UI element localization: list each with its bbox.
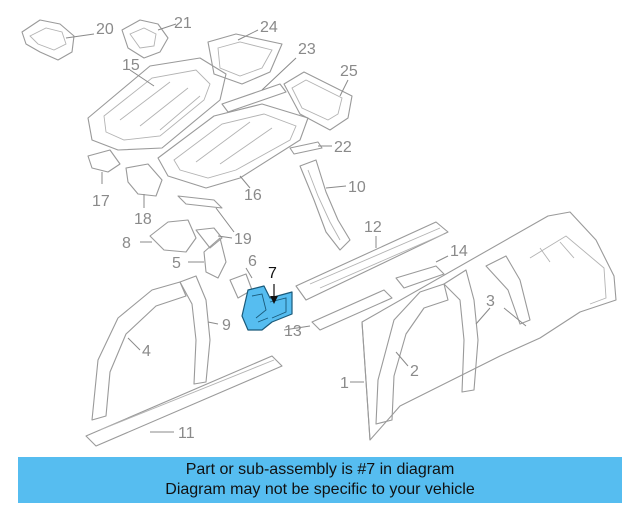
callout-25: 25 bbox=[340, 63, 358, 80]
part-7-highlighted bbox=[241, 284, 293, 331]
part-17-bracket bbox=[87, 149, 121, 184]
part-21-bracket bbox=[121, 19, 177, 59]
part-23-rail bbox=[221, 57, 297, 113]
callout-19: 19 bbox=[234, 231, 252, 248]
callout-13: 13 bbox=[284, 323, 302, 340]
callout-21: 21 bbox=[174, 15, 192, 32]
part-22-bracket bbox=[289, 141, 332, 155]
callout-15: 15 bbox=[122, 57, 140, 74]
callout-12: 12 bbox=[364, 219, 382, 236]
part-12-rocker bbox=[295, 221, 449, 301]
part-9-pillar bbox=[179, 275, 219, 385]
part-5-bracket bbox=[188, 237, 227, 279]
part-13-sill-bar bbox=[283, 289, 393, 331]
part-3-pillars bbox=[443, 255, 531, 393]
part-25-panel bbox=[283, 71, 353, 131]
callout-22: 22 bbox=[334, 139, 352, 156]
info-banner: Part or sub-assembly is #7 in diagram Di… bbox=[18, 457, 622, 503]
callout-1: 1 bbox=[340, 375, 349, 392]
part-14-bracket bbox=[395, 255, 449, 289]
part-16-floor-panel bbox=[157, 103, 309, 189]
callout-labels: 20 21 24 23 15 25 22 10 16 17 18 12 19 8… bbox=[92, 15, 495, 442]
part-11-sill bbox=[85, 355, 283, 447]
banner-line-2: Diagram may not be specific to your vehi… bbox=[165, 481, 475, 498]
callout-4: 4 bbox=[142, 343, 151, 360]
callout-3: 3 bbox=[486, 293, 495, 310]
callout-2: 2 bbox=[410, 363, 419, 380]
callout-17: 17 bbox=[92, 193, 110, 210]
callout-11: 11 bbox=[178, 425, 195, 442]
callout-14: 14 bbox=[450, 243, 468, 260]
callout-20: 20 bbox=[96, 21, 114, 38]
part-15-floor-panel bbox=[87, 57, 227, 151]
part-4-pillar bbox=[91, 281, 187, 421]
callout-10: 10 bbox=[348, 179, 366, 196]
callout-5: 5 bbox=[172, 255, 181, 272]
part-13-top-bracket bbox=[177, 195, 235, 233]
banner-line-1: Part or sub-assembly is #7 in diagram bbox=[185, 461, 455, 478]
callout-6: 6 bbox=[248, 253, 257, 270]
part-24-panel bbox=[207, 29, 283, 85]
callout-23: 23 bbox=[298, 41, 316, 58]
part-1-body-side-outer bbox=[350, 211, 617, 441]
callout-16: 16 bbox=[244, 187, 262, 204]
part-19-bracket bbox=[195, 227, 233, 249]
callout-9: 9 bbox=[222, 317, 231, 334]
callout-8: 8 bbox=[122, 235, 131, 252]
callout-7: 7 bbox=[268, 265, 277, 282]
callout-18: 18 bbox=[134, 211, 152, 228]
part-2-pillar bbox=[375, 283, 449, 425]
part-20-bracket bbox=[21, 19, 95, 61]
part-8-bracket bbox=[140, 219, 197, 253]
parts-diagram: 20 21 24 23 15 25 22 10 16 17 18 12 19 8… bbox=[21, 15, 617, 447]
part-10-pillar bbox=[299, 159, 351, 251]
callout-24: 24 bbox=[260, 19, 278, 36]
part-18-bracket bbox=[125, 163, 163, 208]
